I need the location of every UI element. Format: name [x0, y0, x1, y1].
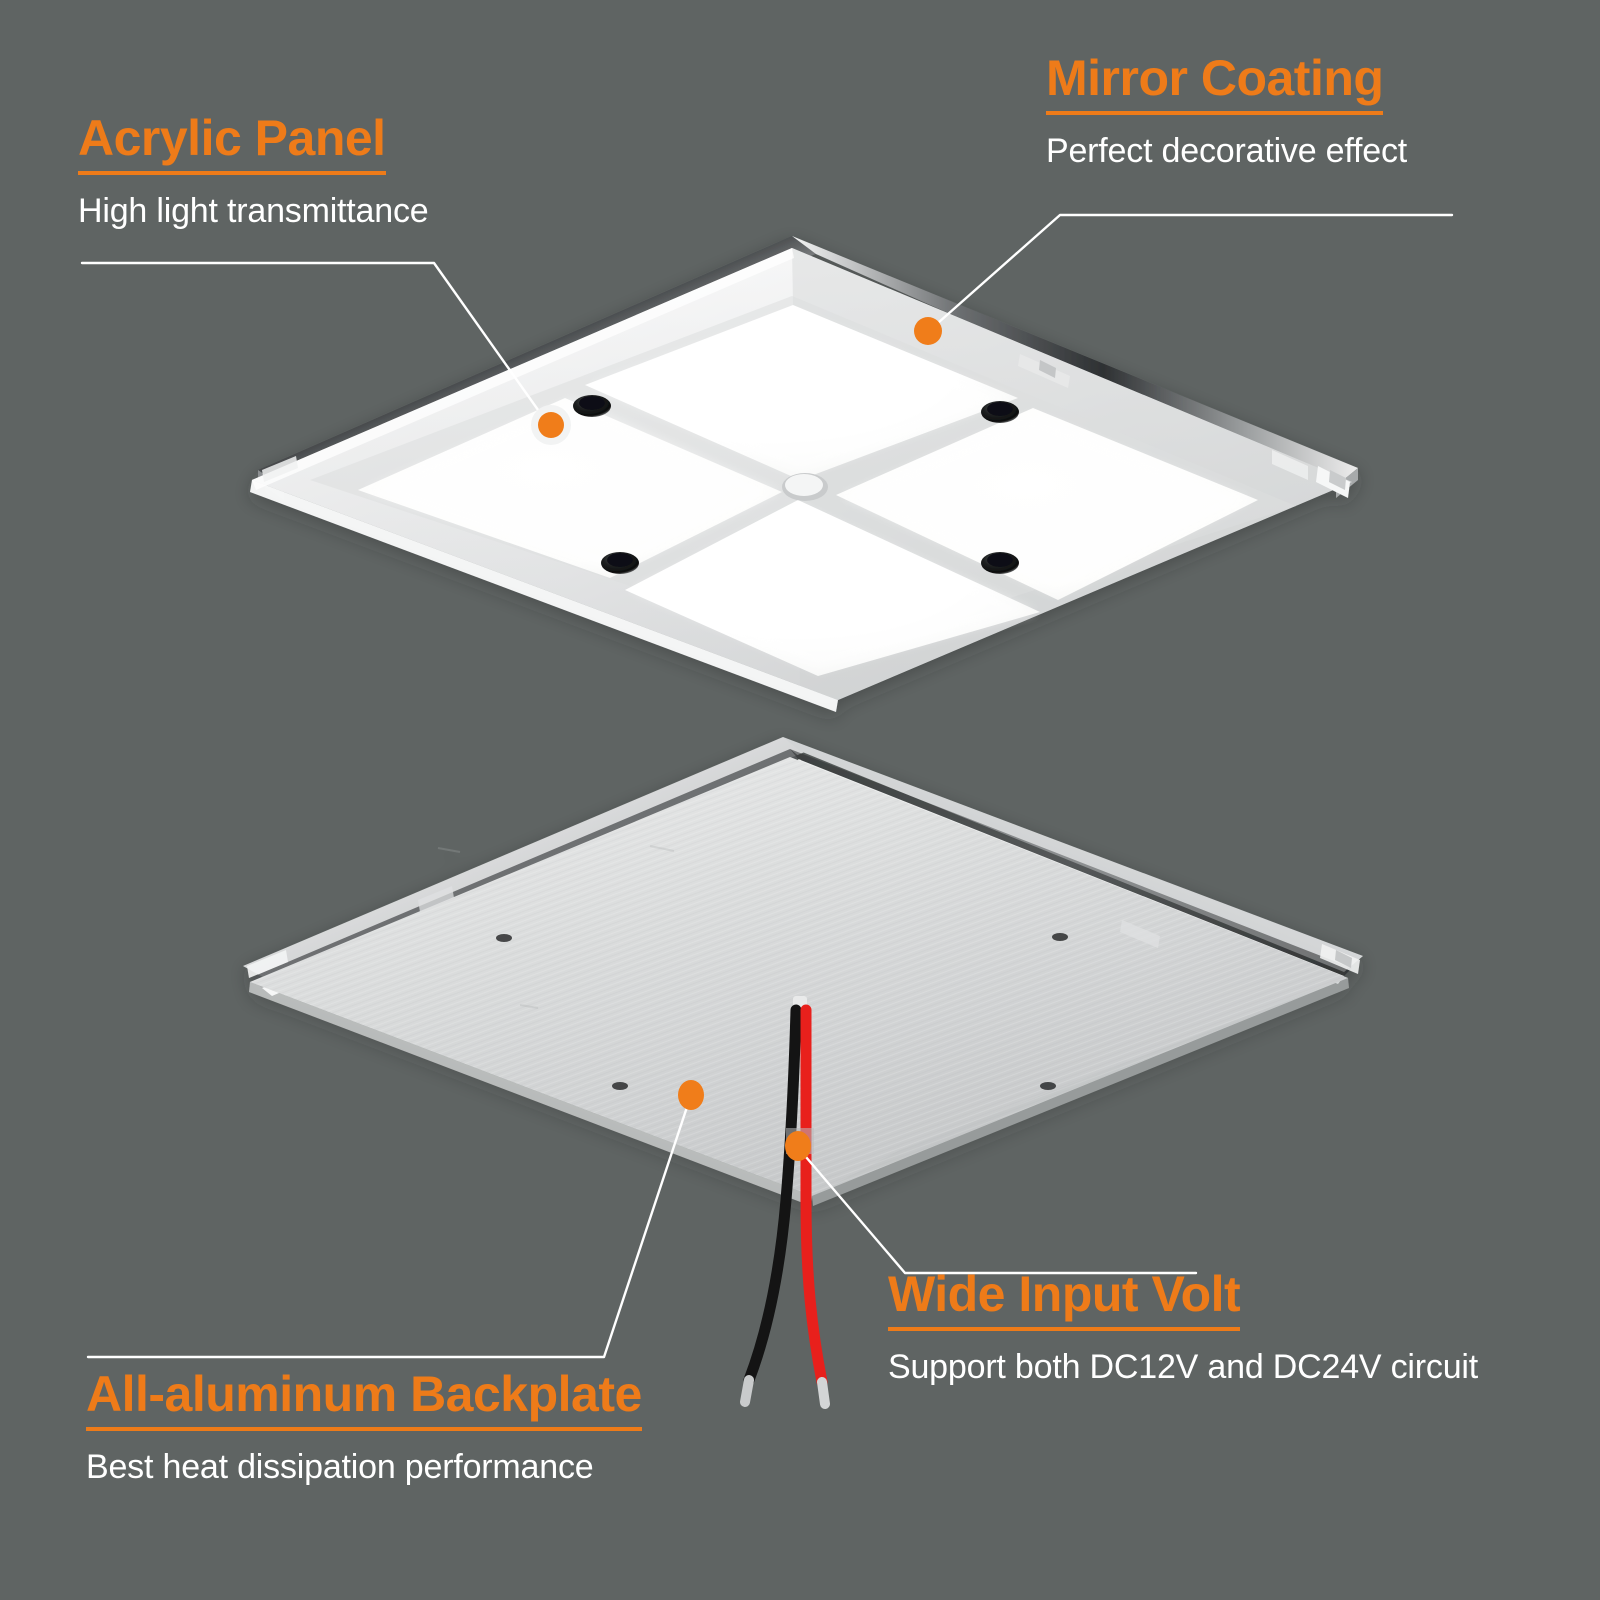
negative-wire-tip	[740, 1375, 754, 1407]
screw-dot-lower-left	[612, 1082, 628, 1090]
screw-dot-upper-right	[1052, 933, 1068, 941]
callout-subtitle-wide-input-volt: Support both DC12V and DC24V circuit	[888, 1347, 1479, 1386]
callout-mirror-coating: Mirror Coating Perfect decorative effect	[1046, 52, 1407, 170]
callout-wide-input-volt: Wide Input Volt Support both DC12V and D…	[888, 1268, 1478, 1386]
acrylic-panel-assembly	[250, 236, 1358, 712]
callout-title-acrylic-panel: Acrylic Panel	[78, 112, 386, 175]
callout-subtitle-all-aluminum-backplate: Best heat dissipation performance	[86, 1447, 594, 1486]
callout-title-wide-input-volt: Wide Input Volt	[888, 1268, 1241, 1331]
corner-clips	[262, 354, 1350, 498]
center-hub	[782, 473, 828, 501]
surface-scratches	[437, 845, 675, 1009]
callout-subtitle-mirror-coating: Perfect decorative effect	[1046, 131, 1408, 170]
screw-holes	[573, 395, 1019, 574]
lit-diffuser-panels	[358, 305, 1258, 676]
aluminum-backplate-assembly	[243, 737, 1363, 1206]
callout-title-all-aluminum-backplate: All-aluminum Backplate	[86, 1368, 642, 1431]
screw-dot-upper-left	[496, 934, 512, 942]
callout-all-aluminum-backplate: All-aluminum Backplate Best heat dissipa…	[86, 1368, 642, 1486]
negative-wire	[743, 1004, 802, 1386]
callout-title-mirror-coating: Mirror Coating	[1046, 52, 1384, 115]
positive-wire-tip	[817, 1377, 830, 1409]
screw-dot-lower-right	[1040, 1082, 1056, 1090]
backplate-corner-clips	[247, 886, 1360, 978]
callout-acrylic-panel: Acrylic Panel High light transmittance	[78, 112, 429, 230]
callout-subtitle-acrylic-panel: High light transmittance	[78, 191, 429, 230]
backplate-screw-dots	[496, 933, 1068, 1090]
